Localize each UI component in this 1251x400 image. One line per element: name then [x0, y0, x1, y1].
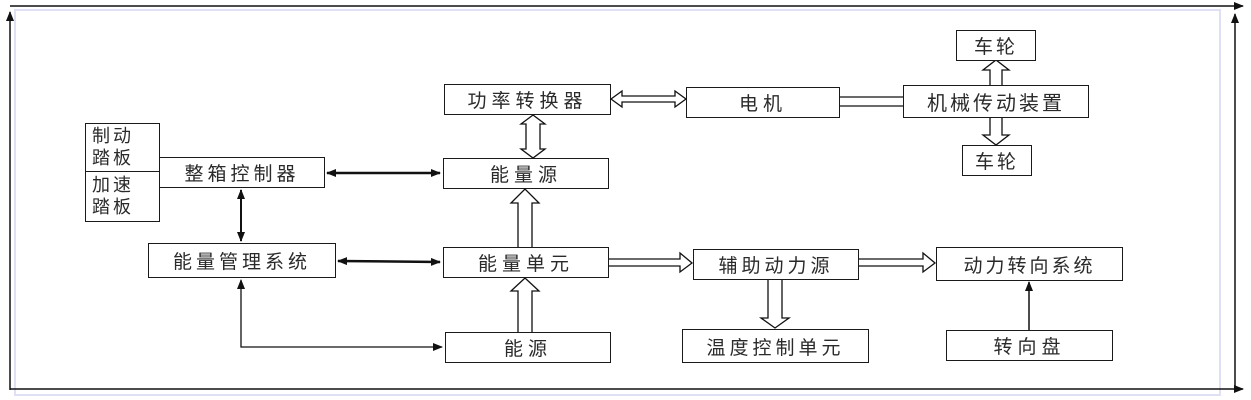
accel-pedal-label-line2: 踏板 — [92, 196, 134, 218]
auxiliary-power-source-label: 辅助动力源 — [718, 255, 834, 277]
frame-shadow — [14, 9, 1221, 396]
accel-pedal-box: 加速 踏板 — [85, 171, 160, 222]
motor-box: 电机 — [686, 87, 840, 118]
energy-source-label: 能量源 — [489, 164, 562, 186]
energy-management-system-box: 能量管理系统 — [148, 243, 336, 278]
motor-transmission-shaft — [840, 96, 903, 107]
wheel-bottom-box: 车轮 — [962, 145, 1032, 176]
vehicle-controller-label: 整箱控制器 — [184, 163, 300, 185]
converter-energysource-hollow-arrow — [519, 114, 547, 159]
temperature-control-unit-label: 温度控制单元 — [706, 336, 845, 359]
energy-unit-box: 能量单元 — [443, 247, 609, 278]
energyunit-auxpower-arrow — [609, 251, 694, 274]
ems-powersource-elbow-arrow — [237, 279, 443, 351]
brake-pedal-box: 制动 踏板 — [85, 123, 160, 172]
vehicle-controller-box: 整箱控制器 — [159, 157, 325, 188]
power-converter-box: 功率转换器 — [444, 84, 611, 115]
transmission-wheel-bottom-arrow — [981, 117, 1011, 146]
wheel-top-box: 车轮 — [956, 30, 1036, 61]
outer-frame — [5, 2, 1244, 393]
energyunit-energysource-arrow — [509, 188, 541, 247]
transmission-wheel-top-arrow — [981, 59, 1011, 85]
power-steering-system-box: 动力转向系统 — [936, 247, 1123, 281]
energy-unit-label: 能量单元 — [477, 253, 574, 275]
mechanical-transmission-label: 机械传动装置 — [927, 91, 1065, 115]
brake-pedal-label-line2: 踏板 — [92, 147, 134, 169]
energy-source-box: 能量源 — [443, 158, 609, 189]
temperature-control-unit-box: 温度控制单元 — [682, 329, 869, 363]
steering-wheel-box: 转向盘 — [946, 330, 1113, 361]
converter-motor-hollow-arrow — [609, 89, 688, 109]
steering-wheel-label: 转向盘 — [993, 336, 1066, 358]
motor-label: 电机 — [738, 93, 787, 115]
power-source-label: 能源 — [503, 338, 552, 360]
energy-management-system-label: 能量管理系统 — [172, 251, 311, 273]
brake-pedal-label-line1: 制动 — [92, 125, 134, 147]
mechanical-transmission-box: 机械传动装置 — [903, 85, 1089, 118]
wheel-bottom-label: 车轮 — [974, 151, 1019, 173]
auxpower-tempcontrol-arrow — [758, 279, 792, 329]
powersource-energyunit-arrow — [509, 277, 541, 332]
accel-pedal-label-line1: 加速 — [92, 174, 134, 196]
power-source-box: 能源 — [445, 332, 611, 363]
auxpower-steering-arrow — [859, 251, 937, 274]
ems-energyunit-arrow — [337, 257, 441, 266]
power-steering-system-label: 动力转向系统 — [963, 254, 1096, 277]
power-converter-label: 功率转换器 — [467, 90, 588, 112]
auxiliary-power-source-box: 辅助动力源 — [693, 249, 859, 280]
wheel-top-label: 车轮 — [973, 36, 1018, 58]
